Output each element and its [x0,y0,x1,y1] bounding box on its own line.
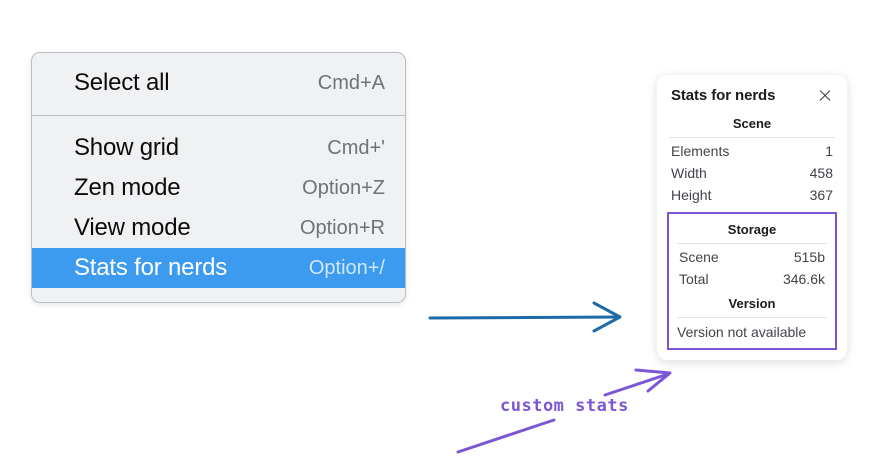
stat-row: Width 458 [667,162,837,184]
section-title: Scene [732,116,772,131]
stat-value: 367 [809,187,833,203]
section-title: Version [728,296,776,311]
stats-panel-header: Stats for nerds [657,85,847,110]
stats-panel-title: Stats for nerds [671,87,776,104]
context-menu[interactable]: Select all Cmd+A Show grid Cmd+' Zen mod… [31,52,406,303]
stats-section-scene: Scene Elements 1 Width 458 Height 367 [667,110,837,206]
stat-key: Total [679,271,709,287]
menu-item-shortcut: Option+R [299,216,385,239]
stat-key: Elements [671,143,730,159]
stat-row: Scene 515b [675,246,829,268]
menu-item-zen-mode[interactable]: Zen mode Option+Z [32,168,405,208]
stat-key: Scene [679,249,719,265]
purple-callout-arrow [603,368,672,397]
menu-item-label: Select all [74,69,170,96]
menu-item-select-all[interactable]: Select all Cmd+A [32,63,405,103]
menu-item-shortcut: Cmd+A [317,71,385,94]
menu-separator [32,115,405,116]
version-value: Version not available [677,324,807,340]
menu-item-label: Stats for nerds [74,254,228,281]
stat-key: Width [671,165,707,181]
stats-for-nerds-panel: Stats for nerds Scene Elements 1 Width 4… [657,75,847,360]
section-divider [677,317,827,318]
purple-underline-stroke [456,418,556,454]
stat-value: 515b [793,249,825,265]
stats-section-storage: Storage Scene 515b Total 346.6k [675,216,829,290]
stats-panel-body: Scene Elements 1 Width 458 Height 367 St… [657,110,847,350]
stat-row: Elements 1 [667,140,837,162]
section-divider [669,137,835,138]
stat-row: Height 367 [667,184,837,206]
menu-group-2: Show grid Cmd+' Zen mode Option+Z View m… [32,116,405,302]
stat-key: Height [671,187,712,203]
stats-section-version: Version Version not available [675,290,829,342]
close-icon[interactable] [817,88,833,104]
menu-item-shortcut: Option+Z [302,176,385,199]
menu-item-label: Show grid [74,134,179,161]
stat-row: Total 346.6k [675,268,829,290]
menu-group-1: Select all Cmd+A [32,53,405,115]
menu-item-label: Zen mode [74,174,181,201]
menu-item-shortcut: Option+/ [308,256,385,279]
menu-item-show-grid[interactable]: Show grid Cmd+' [32,128,405,168]
stat-value: 458 [809,165,833,181]
menu-item-label: View mode [74,214,191,241]
handwritten-note: custom stats [500,396,629,416]
menu-item-view-mode[interactable]: View mode Option+R [32,208,405,248]
menu-item-stats-for-nerds[interactable]: Stats for nerds Option+/ [32,248,405,288]
custom-stats-block: Storage Scene 515b Total 346.6k Version … [667,212,837,350]
section-title: Storage [727,222,777,237]
blue-arrow [428,301,622,333]
stat-value: 1 [825,143,833,159]
section-divider [677,243,827,244]
stat-value: 346.6k [782,271,825,287]
menu-item-shortcut: Cmd+' [327,136,385,159]
